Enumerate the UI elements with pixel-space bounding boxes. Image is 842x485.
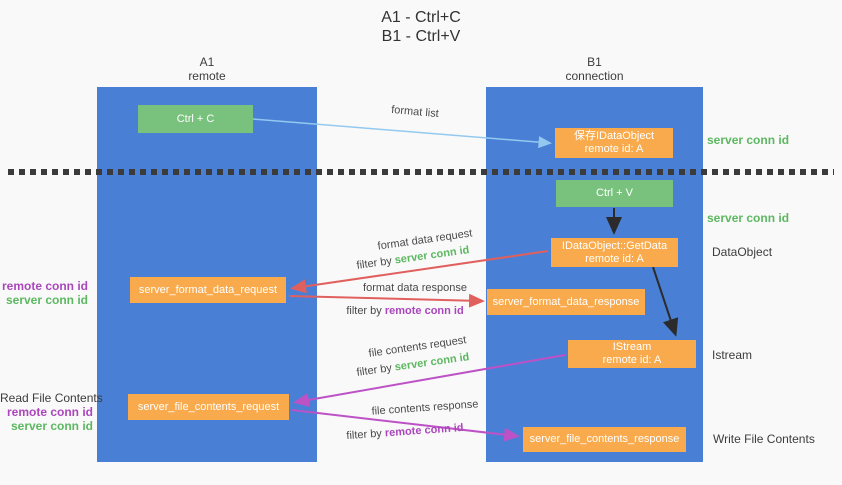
label-format-data-response-text: format data response <box>363 282 467 294</box>
node-server-format-data-request: server_format_data_request <box>130 277 286 303</box>
node-istream-line1: IStream <box>612 341 652 353</box>
label-format-list: format list <box>340 99 490 124</box>
remote-conn-id-text: remote conn id <box>384 305 464 317</box>
label-file-contents-response: file contents response <box>350 397 500 419</box>
annotation-text: Write File Contents <box>713 432 815 446</box>
lane-left-title: A1 <box>199 55 215 69</box>
annotation-text: DataObject <box>712 245 773 259</box>
annotation-dataobject: DataObject <box>712 245 772 259</box>
annotation-server-conn-id: server conn id <box>10 419 93 433</box>
lane-right-subtitle: connection <box>565 69 624 83</box>
node-ctrl-c-label: Ctrl + C <box>176 112 215 125</box>
node-save-idataobject: 保存IDataObject remote id: A <box>555 128 673 158</box>
node-istream-line2: remote id: A <box>602 354 662 366</box>
arrow-format-data-response <box>288 293 485 308</box>
annotation-text: Read File Contents <box>0 391 103 405</box>
node-server-format-data-response: server_format_data_response <box>487 289 645 315</box>
node-ctrl-v-label: Ctrl + V <box>596 187 633 199</box>
title-line-a1: A1 - Ctrl+C <box>381 9 461 26</box>
filter-by-text: filter by <box>346 305 382 317</box>
lane-left-subtitle: remote <box>188 69 226 83</box>
lane-right-title: B1 <box>587 55 602 69</box>
title-line-b1: B1 - Ctrl+V <box>381 28 461 45</box>
node-ctrl-v: Ctrl + V <box>556 180 673 207</box>
annotation-write-file-contents: Write File Contents <box>713 432 815 446</box>
filter-by-text: filter by <box>346 427 383 443</box>
node-getdata-line2: remote id: A <box>585 252 644 265</box>
annotation-text: server conn id <box>707 133 790 147</box>
lane-header-left: A1 remote <box>97 55 317 83</box>
annotation-remote-conn-id: remote conn id <box>6 405 93 419</box>
node-file-request-label: server_file_contents_request <box>137 400 280 413</box>
annotation-text: Istream <box>712 348 753 362</box>
node-save-idataobject-line1: 保存IDataObject <box>573 130 655 142</box>
annotation-text: server conn id <box>707 211 790 225</box>
node-file-response-label: server_file_contents_response <box>529 433 680 445</box>
remote-conn-id-text: remote conn id <box>384 421 464 440</box>
node-getdata-line1: IDataObject::GetData <box>561 239 668 252</box>
label-filter-remote-conn-id-1: filter by remote conn id <box>330 305 480 317</box>
node-istream: IStream remote id: A <box>568 340 696 368</box>
node-format-response-label: server_format_data_response <box>492 295 640 308</box>
label-filter-remote-conn-id-2: filter by remote conn id <box>330 421 480 443</box>
annotation-conn-ids-format: remote conn id server conn id <box>0 279 88 307</box>
diagram-title: A1 - Ctrl+C B1 - Ctrl+V <box>0 8 842 46</box>
node-server-file-contents-response: server_file_contents_response <box>523 427 686 452</box>
label-format-list-text: format list <box>390 103 440 121</box>
dashed-divider <box>8 169 834 175</box>
node-server-file-contents-request: server_file_contents_request <box>128 394 289 420</box>
annotation-server-conn-id-mid: server conn id <box>707 211 789 225</box>
node-save-idataobject-line2: remote id: A <box>584 143 644 155</box>
node-idataobject-getdata: IDataObject::GetData remote id: A <box>551 238 678 267</box>
label-file-contents-response-text: file contents response <box>371 398 479 418</box>
lane-header-right: B1 connection <box>486 55 703 83</box>
filter-by-text: filter by <box>355 255 393 272</box>
filter-by-text: filter by <box>355 362 393 379</box>
node-ctrl-c: Ctrl + C <box>138 105 253 133</box>
annotation-remote-conn-id: remote conn id <box>1 279 88 293</box>
annotation-server-conn-id-top: server conn id <box>707 133 789 147</box>
node-format-request-label: server_format_data_request <box>138 283 278 296</box>
annotation-server-conn-id: server conn id <box>5 293 88 307</box>
annotation-read-file-contents: Read File Contents remote conn id server… <box>0 391 103 433</box>
annotation-istream: Istream <box>712 348 752 362</box>
label-format-data-response: format data response <box>345 282 485 294</box>
